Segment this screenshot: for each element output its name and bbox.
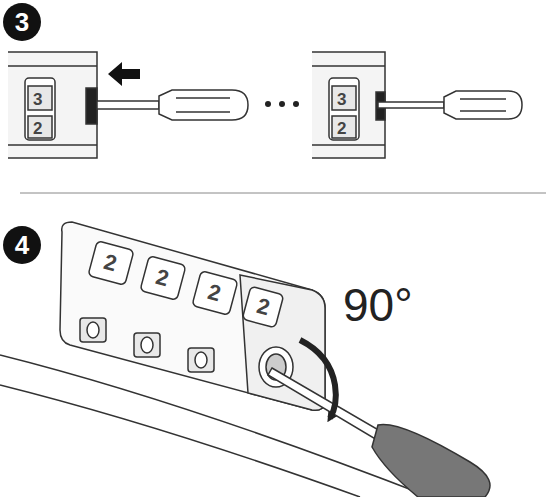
screwdriver xyxy=(378,91,522,119)
divider-line xyxy=(20,193,546,194)
push-arrow xyxy=(108,62,140,86)
dial-digit: 3 xyxy=(337,91,346,108)
rotation-angle: 90° xyxy=(343,282,413,328)
dial-digit: 2 xyxy=(337,120,346,137)
dial-digit: 3 xyxy=(33,91,42,108)
step-number: 3 xyxy=(3,3,41,41)
step-number-text: 3 xyxy=(15,7,29,38)
lock-side-view xyxy=(312,52,385,158)
rotation-arrow xyxy=(300,340,336,418)
screwdriver xyxy=(268,368,490,497)
dial-wheels xyxy=(88,241,284,328)
step-number-text: 4 xyxy=(15,230,29,261)
lock-side-view xyxy=(8,52,97,158)
code-windows xyxy=(80,318,214,372)
step-number: 4 xyxy=(3,226,41,264)
ellipsis-dots xyxy=(265,101,299,107)
dial-digit: 2 xyxy=(33,120,42,137)
screwdriver xyxy=(97,90,248,120)
